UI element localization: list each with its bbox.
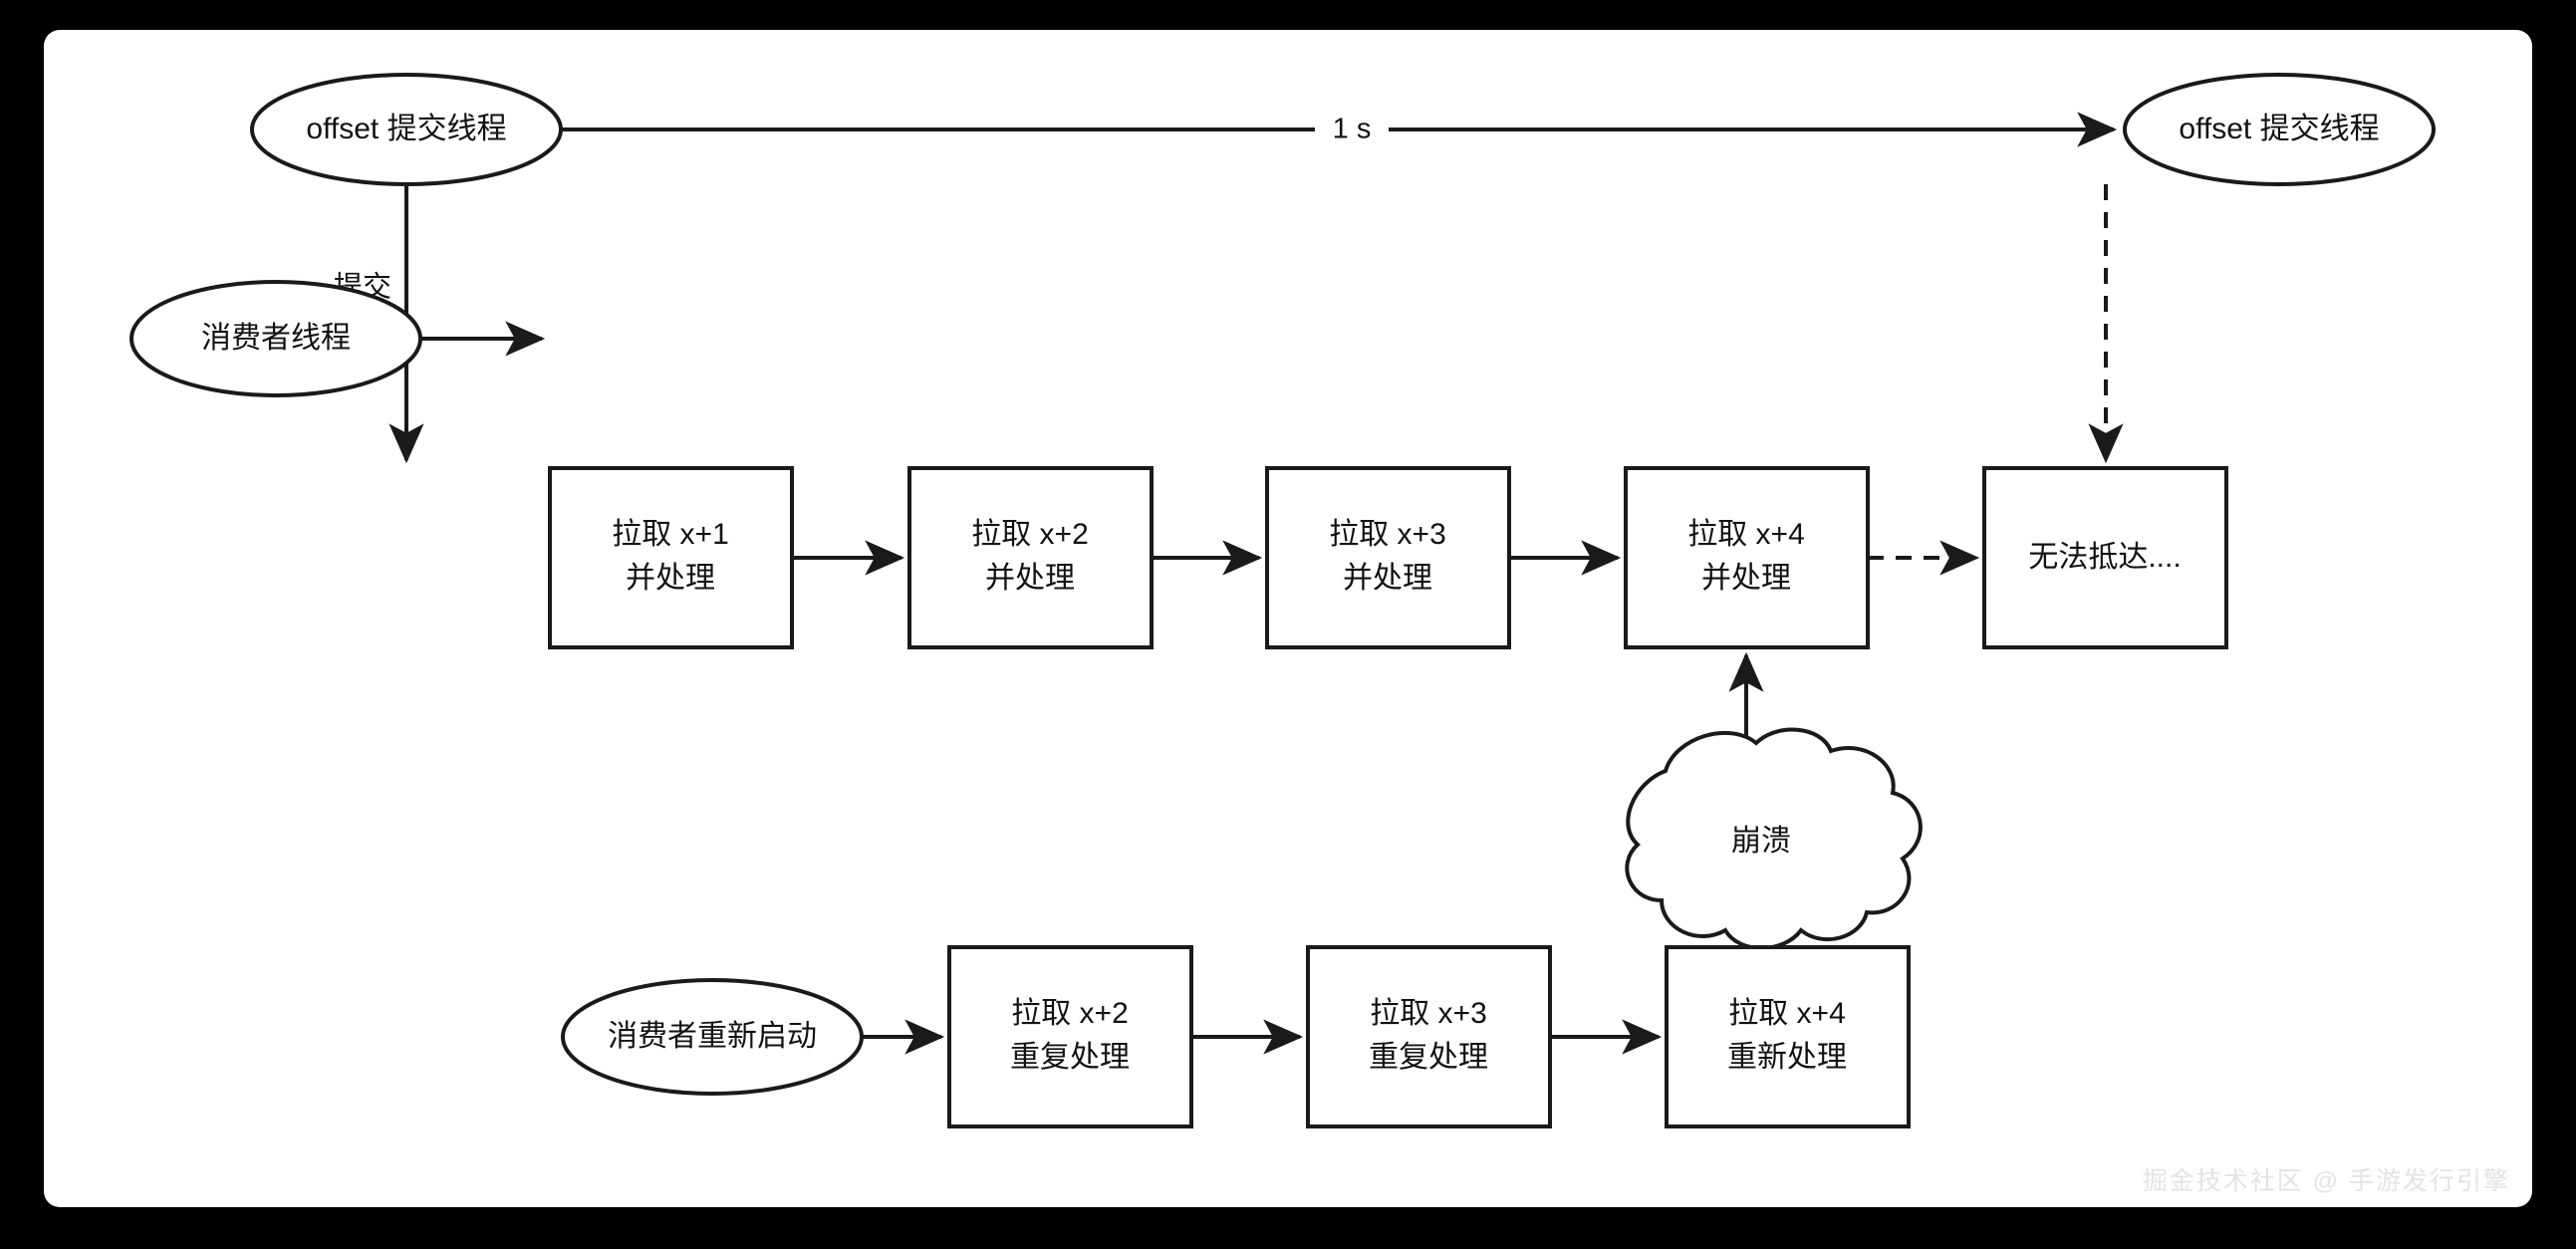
edge-label-offset-interval: 1 s — [1333, 114, 1372, 145]
node-label-redo-x3-line2: 重复处理 — [1369, 1041, 1488, 1074]
node-redo-x3[interactable]: 拉取 x+3 重复处理 — [1306, 945, 1552, 1128]
node-label-redo-x3-line1: 拉取 x+3 — [1370, 997, 1487, 1030]
watermark-text: 掘金技术社区 @ 手游发行引擎 — [2142, 1167, 2510, 1195]
node-label-proc-x1-line1: 拉取 x+1 — [612, 518, 729, 551]
rect-shape — [1624, 466, 1870, 649]
node-offset-thread-left[interactable]: offset 提交线程 — [250, 73, 563, 186]
flowchart-svg: 1 s 提交 — [129, 73, 2436, 1128]
rect-shape — [907, 466, 1154, 649]
ellipse-shape — [561, 978, 864, 1096]
cloud-shape — [1625, 727, 1923, 950]
node-label-proc-x4-line2: 并处理 — [1701, 562, 1791, 595]
rect-shape — [1306, 945, 1552, 1128]
node-label-proc-x3-line2: 并处理 — [1343, 562, 1432, 595]
rect-shape — [1665, 945, 1911, 1128]
ellipse-shape — [2123, 73, 2436, 186]
node-offset-thread-right[interactable]: offset 提交线程 — [2123, 73, 2436, 186]
node-label-proc-x3-line1: 拉取 x+3 — [1329, 518, 1446, 551]
node-label-consumer-thread: 消费者线程 — [201, 322, 351, 355]
node-unreachable[interactable]: 无法抵达.... — [1982, 466, 2228, 649]
rect-shape — [1982, 466, 2228, 649]
node-proc-x4[interactable]: 拉取 x+4 并处理 — [1624, 466, 1870, 649]
node-label-redo-x2-line1: 拉取 x+2 — [1011, 997, 1129, 1030]
node-label-consumer-restart: 消费者重新启动 — [608, 1020, 817, 1053]
rect-shape — [1265, 466, 1511, 649]
node-proc-x3[interactable]: 拉取 x+3 并处理 — [1265, 466, 1511, 649]
diagram-canvas: 1 s 提交 — [44, 30, 2532, 1207]
edge-offset-interval: 1 s — [561, 110, 2118, 149]
ellipse-shape — [250, 73, 563, 186]
rect-shape — [947, 945, 1193, 1128]
node-redo-x4[interactable]: 拉取 x+4 重新处理 — [1665, 945, 1911, 1128]
node-crash-cloud[interactable]: 崩溃 — [1625, 727, 1923, 950]
node-label-offset-thread-left: offset 提交线程 — [306, 113, 506, 145]
node-label-redo-x2-line2: 重复处理 — [1010, 1041, 1130, 1074]
node-consumer-thread[interactable]: 消费者线程 — [129, 280, 422, 397]
node-proc-x2[interactable]: 拉取 x+2 并处理 — [907, 466, 1154, 649]
node-label-redo-x4-line2: 重新处理 — [1727, 1041, 1847, 1074]
node-label-unreachable: 无法抵达.... — [2028, 541, 2181, 574]
node-consumer-restart[interactable]: 消费者重新启动 — [561, 978, 864, 1096]
ellipse-shape — [129, 280, 422, 397]
node-label-proc-x2-line2: 并处理 — [985, 562, 1075, 595]
node-redo-x2[interactable]: 拉取 x+2 重复处理 — [947, 945, 1193, 1128]
rect-shape — [548, 466, 794, 649]
node-label-crash-cloud: 崩溃 — [1731, 825, 1791, 858]
node-label-offset-thread-right: offset 提交线程 — [2179, 113, 2379, 145]
node-label-redo-x4-line1: 拉取 x+4 — [1728, 997, 1846, 1030]
node-label-proc-x1-line2: 并处理 — [626, 562, 715, 595]
node-label-proc-x2-line1: 拉取 x+2 — [971, 518, 1089, 551]
node-label-proc-x4-line1: 拉取 x+4 — [1687, 518, 1805, 551]
node-proc-x1[interactable]: 拉取 x+1 并处理 — [548, 466, 794, 649]
